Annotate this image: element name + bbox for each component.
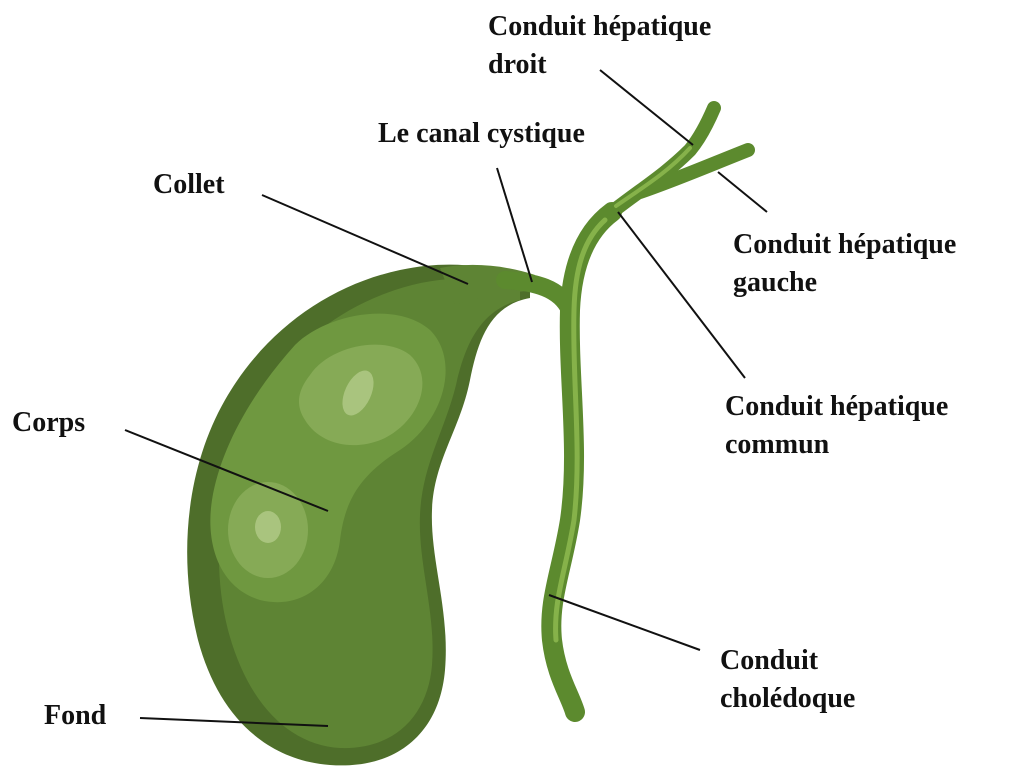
label-left-hepatic-duct-line2: gauche (733, 264, 956, 302)
label-common-bile-duct-line2: cholédoque (720, 680, 855, 718)
label-body: Corps (12, 404, 85, 442)
leader-left-hepatic (718, 172, 767, 212)
leader-cystic (497, 168, 532, 282)
label-common-bile-duct-line1: Conduit (720, 642, 855, 680)
highlight-lower (255, 511, 281, 543)
label-left-hepatic-duct-line1: Conduit hépatique (733, 226, 956, 264)
label-right-hepatic-duct-line2: droit (488, 46, 711, 84)
leader-neck (262, 195, 468, 284)
leader-common-hepatic (618, 212, 745, 378)
label-left-hepatic-duct: Conduit hépatique gauche (733, 226, 956, 302)
label-right-hepatic-duct-line1: Conduit hépatique (488, 8, 711, 46)
gallbladder (187, 265, 540, 766)
label-common-hepatic-duct-line2: commun (725, 426, 948, 464)
label-cystic-duct: Le canal cystique (378, 115, 585, 153)
label-right-hepatic-duct: Conduit hépatique droit (488, 8, 711, 84)
label-neck: Collet (153, 166, 225, 204)
label-common-hepatic-duct: Conduit hépatique commun (725, 388, 948, 464)
label-common-hepatic-duct-line1: Conduit hépatique (725, 388, 948, 426)
label-common-bile-duct: Conduit cholédoque (720, 642, 855, 718)
leader-common-bile (549, 595, 700, 650)
duct-system (505, 108, 748, 712)
label-fundus: Fond (44, 697, 106, 735)
